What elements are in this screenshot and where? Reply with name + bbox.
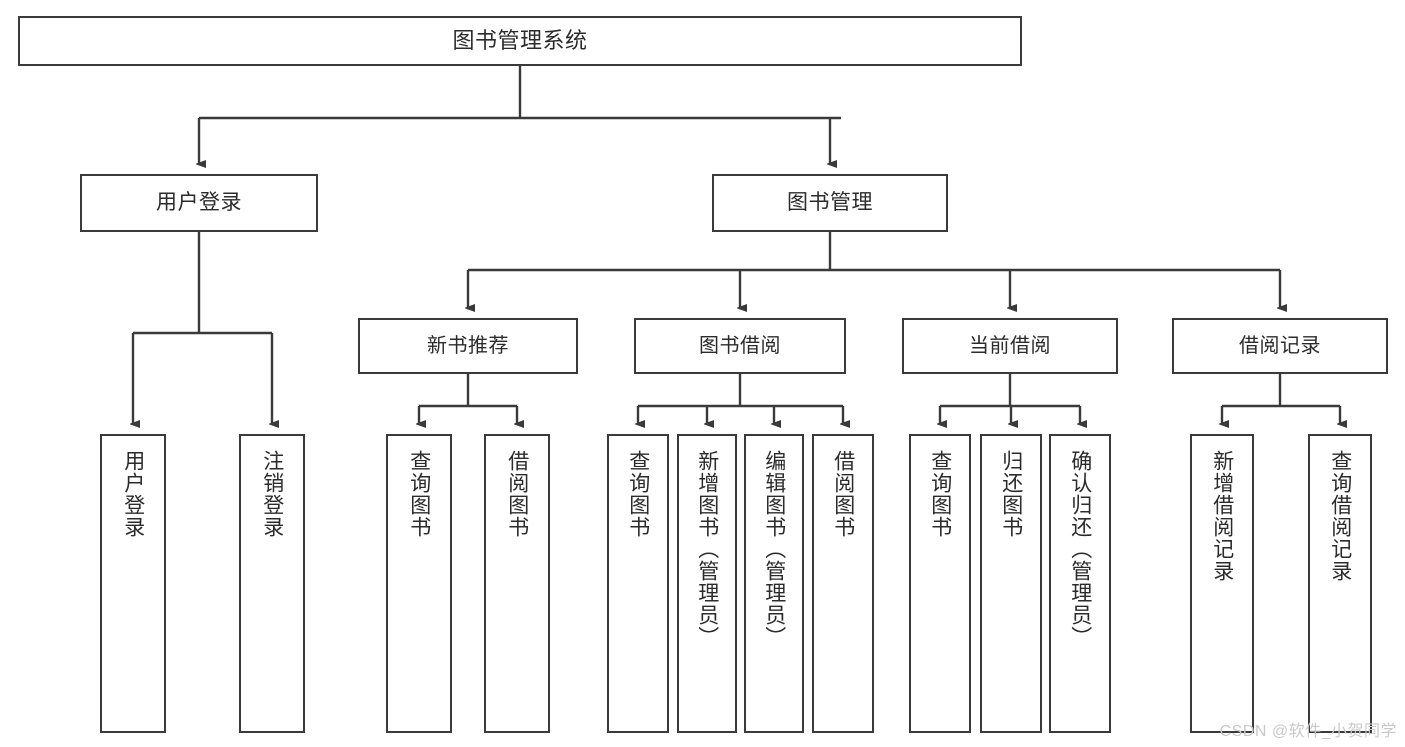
node-add-book-admin-label: 新增图书（管理员） [695, 450, 719, 648]
node-new-book-rec[interactable]: 新书推荐 [358, 318, 578, 374]
node-borrow-record[interactable]: 借阅记录 [1172, 318, 1388, 374]
node-confirm-return-admin[interactable]: 确认归还（管理员） [1049, 434, 1111, 733]
node-new-book-rec-label: 新书推荐 [427, 334, 509, 357]
node-borrow-book-action[interactable]: 借阅图书 [812, 434, 874, 733]
node-query-book-current-label: 查询图书 [928, 450, 952, 538]
node-user-login-label: 用户登录 [156, 191, 242, 215]
node-add-borrow-record[interactable]: 新增借阅记录 [1190, 434, 1254, 733]
node-query-book-current[interactable]: 查询图书 [909, 434, 971, 733]
node-logout-action-label: 注销登录 [260, 450, 284, 538]
node-query-borrow-record[interactable]: 查询借阅记录 [1308, 434, 1372, 733]
node-user-login-action[interactable]: 用户登录 [100, 434, 166, 733]
node-edit-book-admin-label: 编辑图书（管理员） [762, 450, 786, 648]
node-return-book-label: 归还图书 [999, 450, 1023, 538]
node-borrow-book-rec-label: 借阅图书 [505, 450, 529, 538]
node-query-book-borrow[interactable]: 查询图书 [607, 434, 669, 733]
node-query-book-borrow-label: 查询图书 [626, 450, 650, 538]
node-query-book-rec-label: 查询图书 [407, 450, 431, 538]
node-root[interactable]: 图书管理系统 [18, 16, 1022, 66]
node-book-manage-label: 图书管理 [787, 191, 873, 215]
node-borrow-book-action-label: 借阅图书 [831, 450, 855, 538]
node-borrow-record-label: 借阅记录 [1239, 334, 1321, 357]
node-logout-action[interactable]: 注销登录 [239, 434, 305, 733]
node-book-borrow[interactable]: 图书借阅 [634, 318, 846, 374]
watermark: CSDN @软件_小贺同学 [1219, 723, 1397, 740]
node-borrow-book-rec[interactable]: 借阅图书 [484, 434, 550, 733]
node-current-borrow[interactable]: 当前借阅 [902, 318, 1118, 374]
node-root-label: 图书管理系统 [452, 27, 588, 53]
node-user-login-action-label: 用户登录 [121, 450, 145, 538]
node-query-book-rec[interactable]: 查询图书 [386, 434, 452, 733]
node-query-borrow-record-label: 查询借阅记录 [1328, 450, 1352, 582]
node-add-borrow-record-label: 新增借阅记录 [1210, 450, 1234, 582]
node-confirm-return-admin-label: 确认归还（管理员） [1068, 450, 1092, 648]
node-edit-book-admin[interactable]: 编辑图书（管理员） [744, 434, 804, 733]
node-book-manage[interactable]: 图书管理 [712, 174, 948, 232]
node-book-borrow-label: 图书借阅 [699, 334, 781, 357]
node-add-book-admin[interactable]: 新增图书（管理员） [677, 434, 737, 733]
node-user-login[interactable]: 用户登录 [80, 174, 318, 232]
node-current-borrow-label: 当前借阅 [969, 334, 1051, 357]
node-return-book[interactable]: 归还图书 [980, 434, 1042, 733]
